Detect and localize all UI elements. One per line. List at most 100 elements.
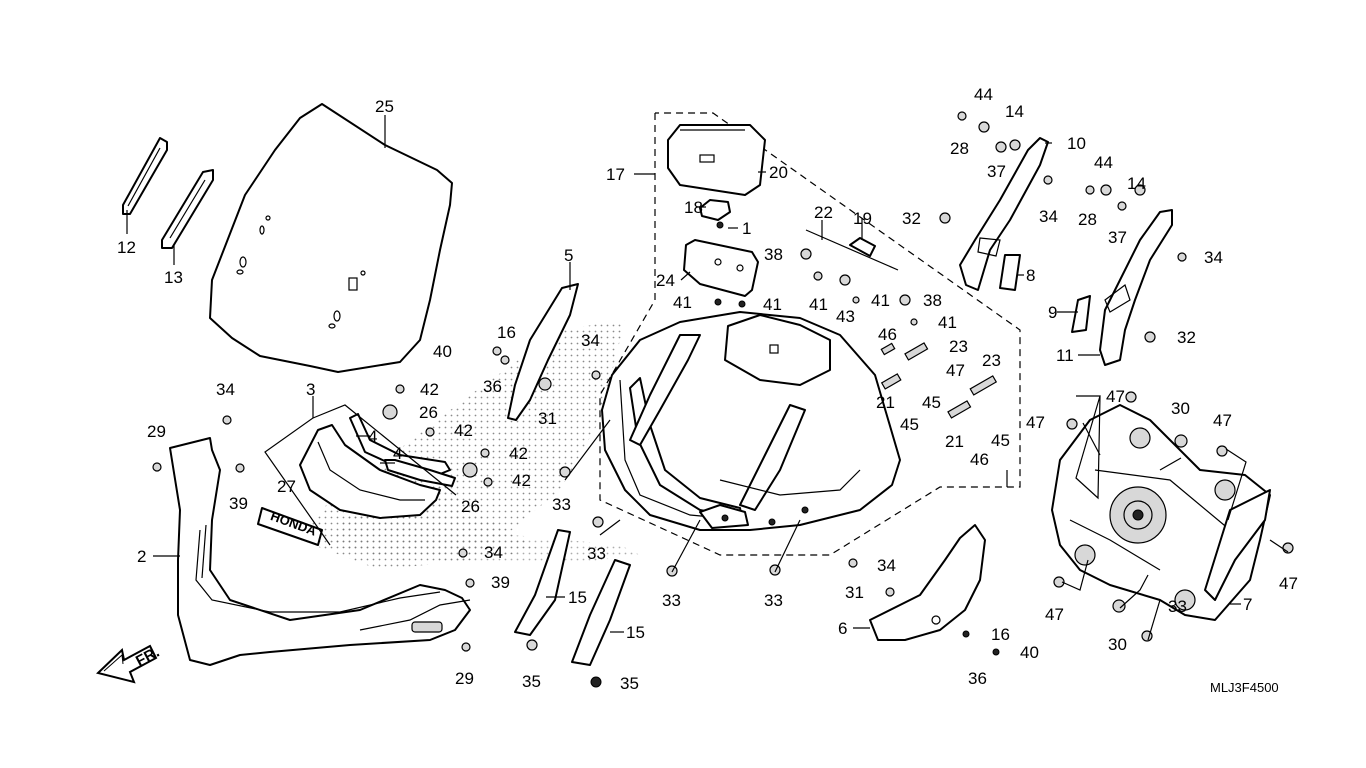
callout-36b: 36 <box>968 669 987 688</box>
main-fairing <box>601 311 901 531</box>
callout-19: 19 <box>853 209 872 228</box>
callout-42b: 42 <box>454 421 473 440</box>
callout-42a: 42 <box>420 380 439 399</box>
callout-9: 9 <box>1048 303 1057 322</box>
callout-4a: 4 <box>368 427 377 446</box>
callout-33b: 33 <box>587 544 606 563</box>
callout-4b: 4 <box>393 444 402 463</box>
callout-20: 20 <box>769 163 788 182</box>
part-13-strip <box>161 169 214 249</box>
callout-44b: 44 <box>1094 153 1113 172</box>
callout-23a: 23 <box>949 337 968 356</box>
callout-33c: 33 <box>662 591 681 610</box>
callout-34f: 34 <box>1204 248 1223 267</box>
callout-34d: 34 <box>877 556 896 575</box>
callout-47a: 47 <box>1106 387 1125 406</box>
part-2-lower-cowl <box>169 437 471 666</box>
callout-40b: 40 <box>1020 643 1039 662</box>
callout-21b: 21 <box>945 432 964 451</box>
part-18-clip <box>699 199 731 221</box>
callout-12: 12 <box>117 238 136 257</box>
callout-40a: 40 <box>433 342 452 361</box>
diagram-code: MLJ3F4500 <box>1210 680 1279 695</box>
callout-29a: 29 <box>147 422 166 441</box>
callout-33e: 33 <box>1168 597 1187 616</box>
callout-16b: 16 <box>991 625 1010 644</box>
callout-28b: 28 <box>1078 210 1097 229</box>
callout-42c: 42 <box>509 444 528 463</box>
callout-30a: 30 <box>1171 399 1190 418</box>
callout-45a: 45 <box>922 393 941 412</box>
callout-34b: 34 <box>581 331 600 350</box>
callout-39b: 39 <box>491 573 510 592</box>
callout-2: 2 <box>137 547 146 566</box>
callout-42d: 42 <box>512 471 531 490</box>
callout-27: 27 <box>277 477 296 496</box>
callout-45d: 46 <box>970 450 989 469</box>
callout-37a: 37 <box>987 162 1006 181</box>
callout-41e: 41 <box>938 313 957 332</box>
callout-14a: 14 <box>1005 102 1024 121</box>
part-9-clip <box>1071 295 1091 333</box>
part-5-side-panel <box>507 283 579 421</box>
callout-47e: 47 <box>1045 605 1064 624</box>
callout-32b: 32 <box>1177 328 1196 347</box>
callout-26a: 26 <box>419 403 438 422</box>
callout-47b: 47 <box>1026 413 1045 432</box>
callout-18: 18 <box>684 198 703 217</box>
callout-34c: 34 <box>484 543 503 562</box>
callout-30b: 30 <box>1108 635 1127 654</box>
callout-3: 3 <box>306 380 315 399</box>
callout-33d: 33 <box>764 591 783 610</box>
callout-24: 24 <box>656 271 675 290</box>
callout-45c: 45 <box>991 431 1010 450</box>
callout-15b: 15 <box>626 623 645 642</box>
callout-33a: 33 <box>552 495 571 514</box>
callout-44a: 44 <box>974 85 993 104</box>
callout-46b: 47 <box>946 361 965 380</box>
callout-41d: 41 <box>871 291 890 310</box>
callout-45b: 45 <box>900 415 919 434</box>
callout-23b: 23 <box>982 351 1001 370</box>
callout-38b: 38 <box>923 291 942 310</box>
callout-38a: 38 <box>764 245 783 264</box>
callout-39a: 39 <box>229 494 248 513</box>
callout-5: 5 <box>564 246 573 265</box>
callout-35b: 35 <box>620 674 639 693</box>
callout-34a: 34 <box>216 380 235 399</box>
callout-46a: 46 <box>878 325 897 344</box>
callout-25: 25 <box>375 97 394 116</box>
part-7-mechanism <box>1051 404 1271 621</box>
callout-22: 22 <box>814 203 833 222</box>
callout-47d: 47 <box>1279 574 1298 593</box>
callout-29b: 29 <box>455 669 474 688</box>
leader-lines <box>126 115 1289 641</box>
callout-21a: 21 <box>876 393 895 412</box>
callout-41a: 41 <box>673 293 692 312</box>
part-12-strip <box>122 137 168 215</box>
callout-37b: 37 <box>1108 228 1127 247</box>
front-direction-arrow: FR. <box>96 644 162 684</box>
callout-41c: 41 <box>809 295 828 314</box>
callout-31b: 31 <box>845 583 864 602</box>
part-8-clip <box>999 254 1021 291</box>
callout-13: 13 <box>164 268 183 287</box>
callout-35a: 35 <box>522 672 541 691</box>
part-10-bracket <box>959 137 1049 291</box>
part-11-bracket <box>1099 209 1173 366</box>
callout-15a: 15 <box>568 588 587 607</box>
callout-17: 17 <box>606 165 625 184</box>
callout-28a: 28 <box>950 139 969 158</box>
callout-36a: 36 <box>483 377 502 396</box>
callout-8: 8 <box>1026 266 1035 285</box>
callout-16a: 16 <box>497 323 516 342</box>
callout-6: 6 <box>838 619 847 638</box>
callout-43: 43 <box>836 307 855 326</box>
callout-10: 10 <box>1067 134 1086 153</box>
callouts: 1 2 3 4 4 5 6 7 8 9 10 11 12 13 14 14 15… <box>117 85 1298 693</box>
callout-32a: 32 <box>902 209 921 228</box>
part-24-bracket <box>683 239 759 297</box>
callout-14b: 14 <box>1127 174 1146 193</box>
callout-47c: 47 <box>1213 411 1232 430</box>
